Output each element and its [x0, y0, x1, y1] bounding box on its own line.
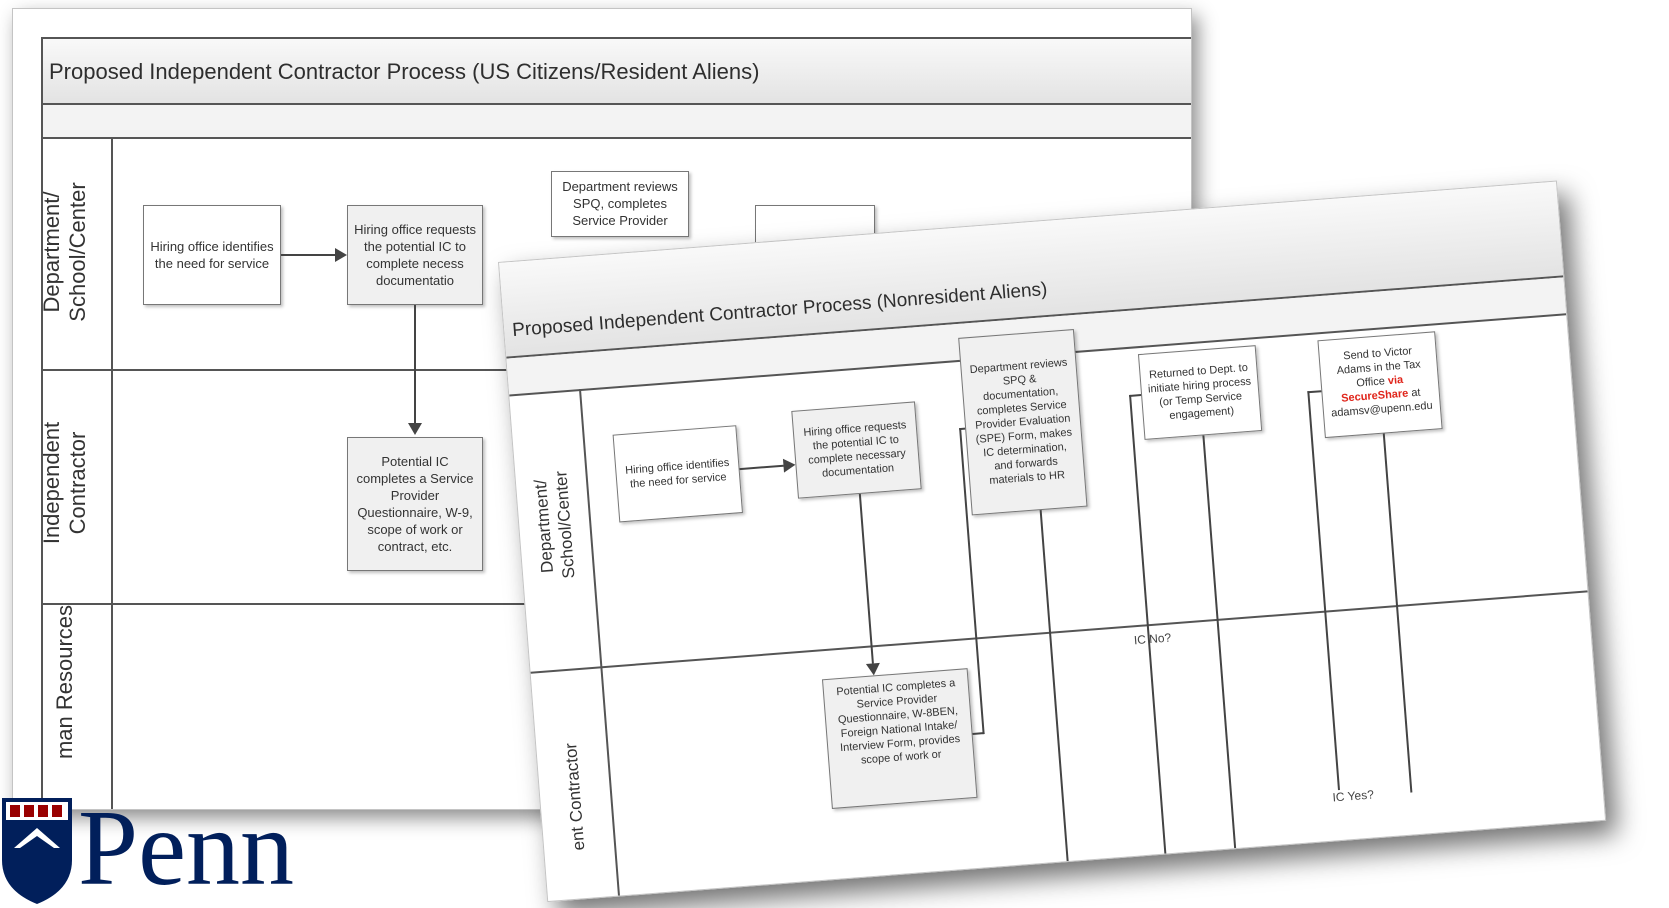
sub-band	[41, 105, 1191, 137]
lane-label-department: Department/ School/Center	[39, 182, 90, 322]
lane-label-contractor: ent Contractor	[561, 742, 589, 852]
ic-no-label: IC No?	[1133, 630, 1172, 648]
flow-box-request-docs: Hiring office requests the potential IC …	[791, 401, 922, 499]
connector-line	[281, 254, 335, 256]
lanes-top-rule	[41, 137, 1191, 139]
connector-arrowhead	[408, 423, 422, 435]
lane-label-contractor: Independent Contractor	[39, 421, 90, 545]
title-bottom-rule	[41, 103, 1191, 105]
front-process-sheet: Proposed Independent Contractor Process …	[498, 180, 1607, 903]
flow-box-identify-need: Hiring office identifies the need for se…	[612, 425, 743, 523]
connector-line	[858, 493, 874, 664]
flow-box-ic-completes: Potential IC completes a Service Provide…	[347, 437, 483, 571]
back-sheet-title: Proposed Independent Contractor Process …	[49, 59, 760, 84]
flow-box-send-to-tax-office: Send to Victor Adams in the Tax Office v…	[1317, 331, 1443, 439]
flow-box-request-docs: Hiring office requests the potential IC …	[347, 205, 483, 305]
lane-header-divider	[111, 137, 113, 809]
lane-divider-1	[530, 590, 1588, 674]
tax-box-text: Send to Victor Adams in the Tax Office	[1336, 345, 1422, 390]
left-border	[41, 37, 43, 809]
tax-box-via: via	[1387, 373, 1404, 388]
title-top-rule	[41, 37, 1191, 39]
connector-arrowhead	[782, 457, 796, 473]
flow-box-dept-reviews: Department reviews SPQ, completes Servic…	[551, 171, 689, 237]
connector-arrowhead	[865, 662, 881, 676]
connector-arrowhead	[335, 248, 347, 262]
flow-box-dept-reviews: Department reviews SPQ & documentation, …	[958, 329, 1088, 516]
flow-box-ic-completes: Potential IC completes a Service Provide…	[821, 668, 978, 809]
flow-box-identify-need: Hiring office identifies the need for se…	[143, 205, 281, 305]
lane-label-department: Department/ School/Center	[530, 470, 579, 580]
penn-wordmark: Penn	[78, 789, 294, 908]
connector-line	[1307, 390, 1322, 394]
connector-line	[1307, 391, 1340, 791]
ic-yes-label: IC Yes?	[1332, 787, 1375, 805]
title-band	[41, 39, 1191, 103]
connector-line	[1202, 435, 1237, 849]
flow-box-returned-to-dept: Returned to Dept. to initiate hiring pro…	[1137, 345, 1263, 440]
connector-line	[414, 305, 416, 425]
connector-line	[739, 464, 784, 471]
connector-line	[1129, 394, 1142, 397]
penn-shield-logo	[2, 798, 72, 904]
connector-line	[1382, 433, 1413, 793]
lane-label-hr: man Resources	[52, 604, 77, 760]
connector-line	[1039, 510, 1069, 862]
